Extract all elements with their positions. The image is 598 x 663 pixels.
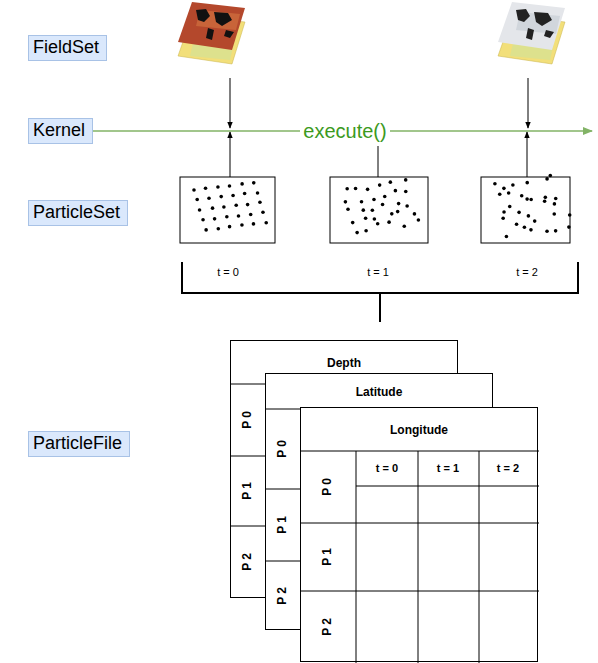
time-label: t = 1 bbox=[367, 266, 389, 279]
column-label: t = 0 bbox=[376, 462, 398, 475]
particle-frame bbox=[481, 177, 570, 243]
field-map-t2 bbox=[498, 2, 565, 64]
field-map-t0 bbox=[178, 2, 245, 64]
class-name: ParticleSet bbox=[33, 202, 120, 222]
column-label: t = 1 bbox=[437, 462, 459, 475]
table-grid bbox=[301, 408, 539, 663]
row-label: P 1 bbox=[276, 516, 290, 534]
method-label: execute() bbox=[300, 120, 389, 143]
class-box: ParticleFile bbox=[28, 431, 130, 457]
particle-arrow bbox=[527, 132, 528, 177]
table-header: Longitude bbox=[301, 422, 537, 438]
time-label: t = 0 bbox=[217, 266, 239, 279]
row-label: P 2 bbox=[241, 553, 255, 571]
bracket-stem bbox=[379, 293, 381, 322]
particle-dots bbox=[192, 174, 571, 239]
row-label: P 2 bbox=[276, 587, 290, 605]
column-label: t = 2 bbox=[497, 462, 519, 475]
row-label: P 0 bbox=[241, 411, 255, 429]
output-table: Longitude t = 0 t = 1 t = 2 P 0 P 1 P 2 bbox=[300, 407, 538, 662]
class-name: FieldSet bbox=[33, 37, 99, 57]
table-header: Depth bbox=[231, 355, 457, 371]
time-bracket bbox=[182, 262, 578, 293]
field-arrow bbox=[528, 78, 529, 128]
row-label: P 2 bbox=[321, 618, 335, 636]
row-label: P 0 bbox=[276, 440, 290, 458]
class-box: ParticleSet bbox=[28, 200, 128, 226]
row-label: P 0 bbox=[321, 478, 335, 496]
class-box: Kernel bbox=[28, 118, 93, 144]
time-label: t = 2 bbox=[516, 266, 538, 279]
particle-arrow bbox=[230, 132, 231, 177]
class-name: ParticleFile bbox=[33, 433, 122, 453]
class-name: Kernel bbox=[33, 120, 85, 140]
particle-frame bbox=[330, 177, 428, 243]
row-label: P 1 bbox=[321, 548, 335, 566]
table-header: Latitude bbox=[266, 384, 492, 400]
row-label: P 1 bbox=[241, 482, 255, 500]
field-arrow bbox=[230, 78, 231, 128]
particle-frame bbox=[180, 177, 275, 243]
class-box: FieldSet bbox=[28, 35, 107, 61]
particle-line bbox=[378, 146, 379, 177]
